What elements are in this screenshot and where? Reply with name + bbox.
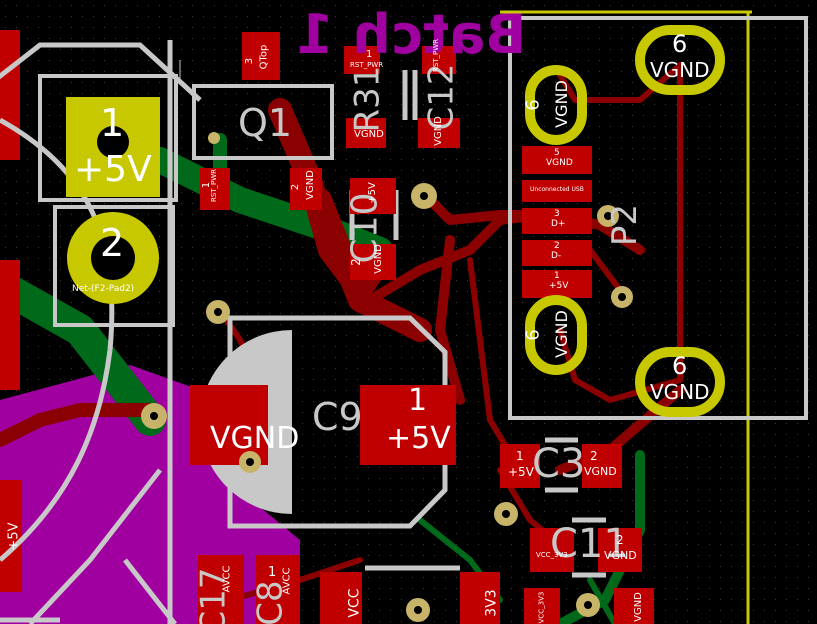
p2-pin2-net: D-	[551, 251, 562, 261]
vcc3v3-pad	[524, 588, 560, 624]
q1-pad3-net: QTop	[258, 44, 270, 70]
vcc3v3-label: VCC_3V3	[537, 591, 546, 624]
c10-pad2-net: VGND	[372, 244, 384, 274]
c3-pad2-num: 2	[590, 449, 598, 463]
c10-pad1-net: +5V	[366, 182, 378, 204]
c3-pad1-net: +5V	[508, 465, 534, 479]
c12-pad1-net: RST_PWR	[432, 38, 441, 73]
left-edge-pads[interactable]	[0, 30, 22, 592]
c17-pad1	[198, 555, 244, 624]
c3-pad1-num: 1	[516, 449, 524, 463]
p2-shield-br-net: VGND	[551, 310, 571, 358]
c11-pad2	[598, 528, 642, 572]
c3-ref: C3	[532, 441, 586, 487]
r31-pad1-num: 1	[366, 49, 373, 60]
q1-pad2-num: 2	[290, 183, 302, 191]
avcc-label-a: AVCC	[221, 565, 233, 593]
p2-pin3-num: 3	[554, 209, 560, 219]
p2-shield-bl-num: 6	[672, 352, 688, 380]
q1-pad3	[242, 32, 280, 80]
smd-pads[interactable]	[190, 32, 654, 624]
p2-shield-bl-net: VGND	[650, 380, 710, 404]
c10-pad2	[350, 244, 396, 280]
r31-pad2-net: VGND	[354, 129, 384, 140]
conn-pad2-net: Net-(F2-Pad2)	[72, 284, 135, 294]
vgnd-label: VGND	[632, 592, 644, 622]
c11-pad1	[530, 528, 574, 572]
c10-pad1	[350, 178, 396, 214]
c12-pad2-net: VGND	[432, 116, 444, 146]
q1-pad1-net: RST_PWR	[210, 168, 219, 203]
q1-pad1	[200, 168, 230, 210]
p2-pin5-net: VGND	[546, 158, 573, 168]
c9-pad1-num: 1	[408, 383, 428, 418]
c11-ref: C11	[550, 521, 629, 567]
c3-pad1	[500, 444, 540, 488]
c11-pad2-num: 2	[616, 533, 624, 547]
p2-ref: P2	[605, 203, 646, 247]
p2-shield-tl-num: 6	[672, 30, 688, 58]
c3-pad2-net: VGND	[584, 465, 617, 478]
pad-one-label: 1	[268, 565, 277, 580]
3v3-label: 3V3	[483, 589, 500, 617]
vcc-label: VCC	[346, 588, 363, 618]
p2-pin1-net: +5V	[549, 281, 569, 291]
q1-pad3-num: 3	[244, 57, 256, 65]
left-net-label: +5V	[6, 522, 22, 551]
batch-label: Batch 1	[296, 3, 527, 66]
avcc-label-b: AVCC	[281, 567, 293, 595]
c9-ref: C9	[312, 395, 363, 439]
c9-pad2	[190, 385, 268, 465]
p2-pin5-num: 5	[554, 148, 560, 158]
board-edge-cuts	[500, 10, 752, 624]
c9-pad1-net: +5V	[386, 421, 451, 456]
c12-pad2	[418, 118, 460, 148]
r31-ref: R31	[347, 65, 388, 133]
c11-pad2-net: VGND	[604, 549, 637, 562]
c10-pad2-num: 2	[348, 258, 363, 266]
conn-pad2-num: 2	[100, 221, 125, 265]
q1-pad2	[290, 168, 322, 210]
conn-pad1-num: 1	[100, 101, 125, 145]
p2-pin1-num: 1	[554, 271, 560, 281]
r31-pad1	[344, 46, 380, 74]
p2-pin2-num: 2	[554, 241, 560, 251]
r31-pad1-net: RST_PWR	[350, 61, 384, 69]
c12-pad1	[422, 46, 456, 74]
vgnd-pad	[614, 588, 654, 624]
3v3-pad	[460, 572, 500, 624]
p2-shield-br-num: 6	[522, 329, 544, 341]
p2-shield-tl-net: VGND	[650, 58, 710, 82]
c9-pad2-net: VGND	[210, 421, 300, 456]
p2-pin3-net: D+	[551, 219, 566, 229]
q1-pad2-net: VGND	[304, 170, 316, 200]
p2-shield-pads[interactable]	[525, 25, 725, 417]
connector-pads[interactable]	[66, 97, 160, 304]
c8-pad1	[256, 555, 300, 624]
p2-shield-tr-net: VGND	[551, 80, 571, 128]
p2-pin4-net: Unconnected USB	[530, 186, 584, 193]
c3-pad2	[582, 444, 622, 488]
c11-pad1-net: VCC_3V3	[536, 551, 568, 559]
q1-ref: Q1	[238, 101, 293, 145]
p2-shield-tr-num: 6	[522, 99, 544, 111]
c9-pad1	[360, 385, 456, 465]
r31-pad2	[346, 118, 386, 148]
conn-pad1-net: +5V	[74, 149, 152, 190]
vcc-pad	[320, 572, 362, 624]
p2-pins[interactable]	[522, 146, 592, 298]
